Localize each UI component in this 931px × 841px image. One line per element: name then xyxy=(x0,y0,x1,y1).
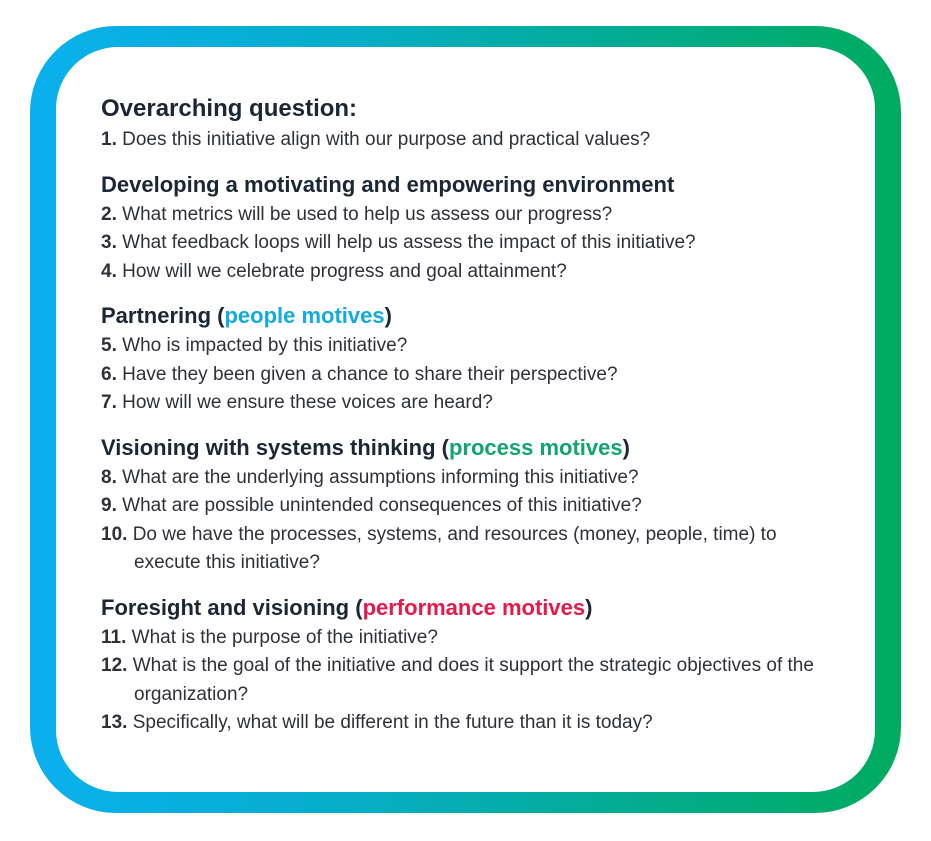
section-foresight: Foresight and visioning (performance mot… xyxy=(101,595,841,738)
question-item: 9. What are possible unintended conseque… xyxy=(101,492,841,521)
gradient-frame xyxy=(30,26,901,813)
question-item: 7. How will we ensure these voices are h… xyxy=(101,389,841,418)
question-text: Who is impacted by this initiative? xyxy=(122,335,408,356)
question-item: 8. What are the underlying assumptions i… xyxy=(101,464,841,493)
question-text: Does this initiative align with our purp… xyxy=(122,129,651,150)
question-item: 12. What is the goal of the initiative a… xyxy=(101,652,841,709)
question-number: 4. xyxy=(101,260,117,282)
question-number: 9. xyxy=(101,495,117,516)
question-text: What feedback loops will help us assess … xyxy=(122,232,696,253)
heading-suffix: ) xyxy=(384,303,392,328)
question-item: 1. Does this initiative align with our p… xyxy=(101,126,841,155)
question-number: 10. xyxy=(101,523,128,545)
question-item: 4. How will we celebrate progress and go… xyxy=(101,258,841,287)
question-number: 8. xyxy=(101,466,117,488)
section-environment: Developing a motivating and empowering e… xyxy=(101,172,841,287)
section-overarching: Overarching question: 1. Does this initi… xyxy=(101,94,841,155)
question-item: 10. Do we have the processes, systems, a… xyxy=(101,521,841,578)
section-partnering: Partnering (people motives) 5. Who is im… xyxy=(101,303,841,418)
question-list: Overarching question: 1. Does this initi… xyxy=(101,94,841,738)
question-number: 12. xyxy=(101,655,128,676)
heading-prefix: Foresight and visioning ( xyxy=(101,594,363,620)
question-number: 2. xyxy=(101,203,117,225)
question-text: What metrics will be used to help us ass… xyxy=(122,203,613,225)
heading-suffix: ) xyxy=(585,594,593,620)
section-visioning-systems: Visioning with systems thinking (process… xyxy=(101,435,841,578)
question-number: 1. xyxy=(101,129,117,150)
question-item: 6. Have they been given a chance to shar… xyxy=(101,361,841,390)
question-item: 3. What feedback loops will help us asse… xyxy=(101,229,841,258)
heading-highlight: performance motives xyxy=(362,594,586,620)
question-text: Have they been given a chance to share t… xyxy=(122,363,618,385)
heading-highlight: people motives xyxy=(224,303,385,328)
heading-highlight: process motives xyxy=(448,434,623,460)
question-item: 2. What metrics will be used to help us … xyxy=(101,201,841,230)
heading-prefix: Partnering ( xyxy=(101,303,225,328)
question-text: What are possible unintended consequence… xyxy=(122,495,642,516)
section-heading: Overarching question: xyxy=(101,95,358,122)
question-number: 13. xyxy=(101,712,128,733)
question-text: What is the purpose of the initiative? xyxy=(131,626,438,648)
section-heading: Visioning with systems thinking (process… xyxy=(101,435,841,461)
question-text: How will we ensure these voices are hear… xyxy=(122,392,493,413)
question-item: 11. What is the purpose of the initiativ… xyxy=(101,624,841,653)
heading-suffix: ) xyxy=(622,434,630,460)
question-text: Specifically, what will be different in … xyxy=(132,712,653,733)
heading-prefix: Visioning with systems thinking ( xyxy=(101,434,449,460)
question-text: Do we have the processes, systems, and r… xyxy=(132,523,777,574)
section-heading: Partnering (people motives) xyxy=(101,303,841,329)
section-heading: Developing a motivating and empowering e… xyxy=(101,171,675,197)
question-number: 7. xyxy=(101,392,117,413)
question-text: What is the goal of the initiative and d… xyxy=(132,655,814,705)
question-item: 5. Who is impacted by this initiative? xyxy=(101,332,841,361)
question-item: 13. Specifically, what will be different… xyxy=(101,709,841,738)
section-heading: Foresight and visioning (performance mot… xyxy=(101,595,841,621)
content-card xyxy=(56,47,875,792)
question-text: How will we celebrate progress and goal … xyxy=(122,260,567,282)
question-number: 3. xyxy=(101,232,117,253)
question-number: 6. xyxy=(101,363,117,385)
question-number: 11. xyxy=(101,626,127,648)
question-text: What are the underlying assumptions info… xyxy=(122,466,639,488)
question-number: 5. xyxy=(101,335,117,356)
